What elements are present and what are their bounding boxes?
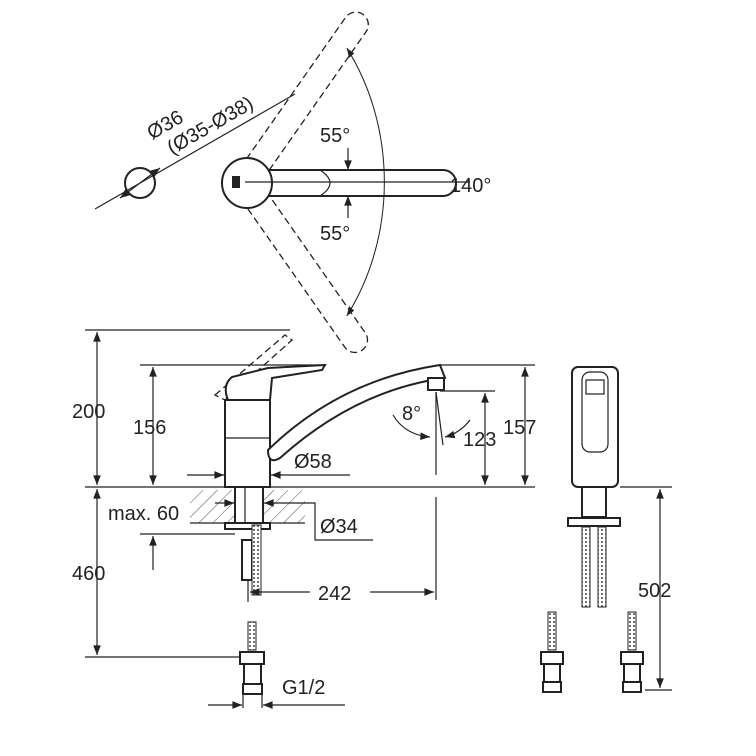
angle-upper-label: 55° <box>320 125 350 147</box>
end-hose-length-label: 502 <box>638 580 671 602</box>
max-counter-label: max. 60 <box>108 503 179 525</box>
spout <box>266 363 447 462</box>
faucet-body <box>224 399 271 488</box>
base-diameter-label: Ø58 <box>294 451 332 473</box>
hose-connector-left <box>540 611 564 693</box>
projection-label: 242 <box>318 583 351 605</box>
side-view: 200 156 157 123 8° Ø58 Ø34 max. 60 460 2… <box>72 329 536 709</box>
thread-label: G1/2 <box>282 677 325 699</box>
handle-ghost-lower <box>230 167 369 354</box>
spout-height-label: 157 <box>503 417 536 439</box>
angle-lower-label: 55° <box>320 223 350 245</box>
shank-diameter-label: Ø34 <box>320 516 358 538</box>
spout-angle-label: 8° <box>402 403 421 425</box>
aerator <box>427 377 445 391</box>
lever <box>224 363 327 401</box>
outlet-height-label: 123 <box>463 429 496 451</box>
end-view: 502 <box>540 366 672 693</box>
hose-connector-right <box>620 611 644 693</box>
hose-length-label: 460 <box>72 563 105 585</box>
handle-base <box>221 157 273 209</box>
hose-connector <box>239 621 265 695</box>
top-view: Ø36 (Ø35-Ø38) 55° 55° 140° <box>94 11 491 354</box>
end-view-body <box>571 366 619 488</box>
height-total-label: 200 <box>72 401 105 423</box>
handle-ghost-upper <box>230 11 369 198</box>
angle-total-label: 140° <box>450 175 491 197</box>
height-body-label: 156 <box>133 417 166 439</box>
